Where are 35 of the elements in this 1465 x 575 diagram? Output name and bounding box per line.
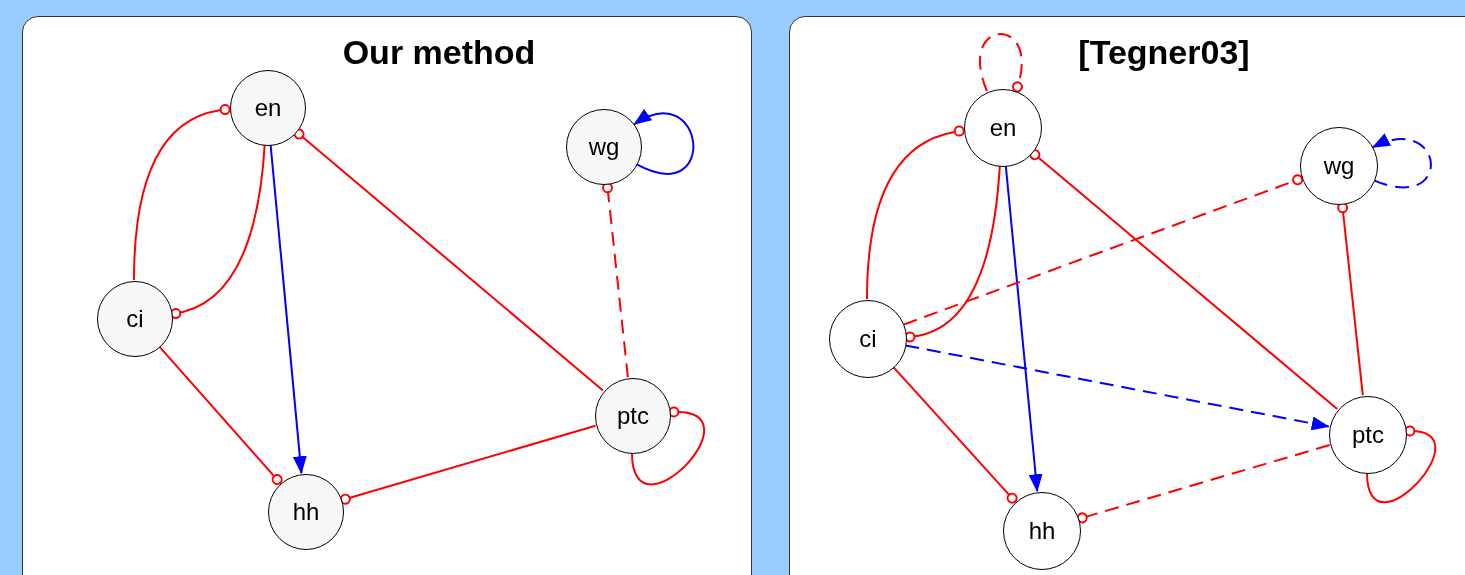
gene-node: ptc bbox=[595, 378, 671, 454]
inhibition-connector bbox=[902, 174, 1304, 326]
arrow bbox=[1371, 134, 1432, 189]
panel-title: Our method bbox=[342, 35, 536, 69]
inhibition-connector bbox=[602, 182, 629, 379]
inhibition-connector bbox=[892, 365, 1018, 504]
inhibition-connector bbox=[293, 128, 604, 392]
inhibition-connector bbox=[904, 164, 1001, 343]
gene-node: en bbox=[230, 70, 306, 146]
arrow bbox=[904, 344, 1330, 431]
panel-card bbox=[789, 16, 1465, 575]
gene-node: ptc bbox=[1329, 396, 1407, 474]
inhibition-connector bbox=[979, 32, 1023, 93]
gene-node: wg bbox=[1300, 127, 1378, 205]
inhibition-connector bbox=[339, 424, 597, 505]
inhibition-connector bbox=[631, 406, 706, 486]
inhibition-connector bbox=[1337, 202, 1364, 397]
arrow bbox=[633, 110, 695, 175]
gene-node: hh bbox=[1003, 492, 1081, 570]
gene-node: ci bbox=[829, 300, 907, 378]
arrow bbox=[269, 143, 307, 475]
inhibition-connector bbox=[170, 143, 266, 319]
gene-node: wg bbox=[566, 109, 642, 185]
panel-title: [Tegner03] bbox=[1078, 35, 1250, 69]
inhibition-connector bbox=[1366, 426, 1437, 504]
gene-node: ci bbox=[97, 281, 173, 357]
gene-node: hh bbox=[268, 474, 344, 550]
inhibition-connector bbox=[1029, 149, 1339, 410]
arrow bbox=[1004, 164, 1043, 493]
inhibition-connector bbox=[133, 104, 231, 281]
gene-node: en bbox=[964, 89, 1042, 167]
inhibition-connector bbox=[158, 345, 283, 486]
inhibition-connector bbox=[866, 125, 965, 300]
panel-card bbox=[22, 16, 752, 575]
inhibition-connector bbox=[1076, 444, 1331, 524]
